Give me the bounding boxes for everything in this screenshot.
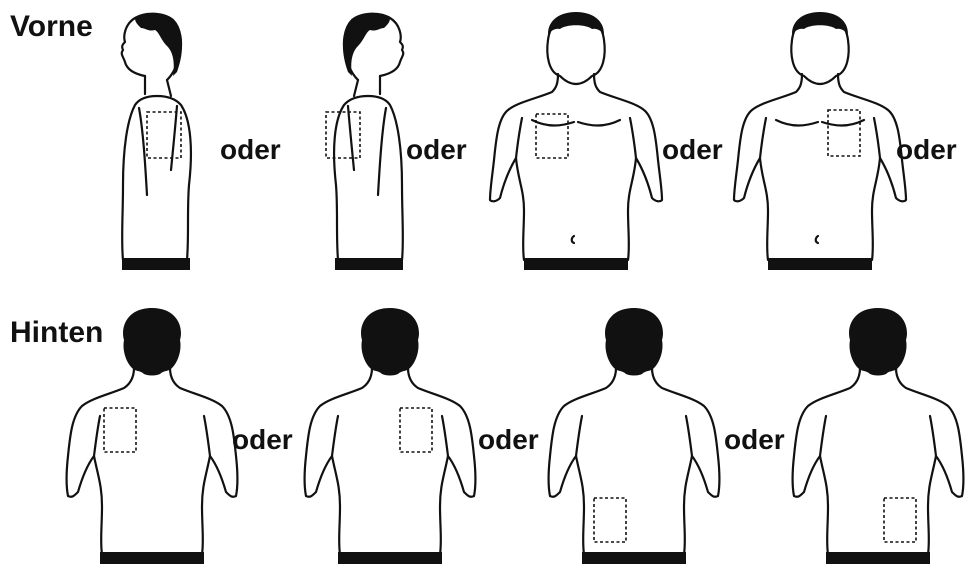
figure-front-side-right bbox=[310, 10, 420, 272]
separator-oder-7: oder bbox=[724, 426, 785, 454]
figure-front-view-left-chest bbox=[732, 10, 908, 272]
figure-front-side-left bbox=[105, 10, 215, 272]
figure-back-view-upper-left bbox=[64, 306, 240, 564]
separator-oder-5: oder bbox=[232, 426, 293, 454]
figure-back-view-lower-left bbox=[546, 306, 722, 564]
figure-back-view-upper-right bbox=[302, 306, 478, 564]
separator-oder-3: oder bbox=[662, 136, 723, 164]
figure-back-view-lower-right bbox=[790, 306, 965, 564]
separator-oder-6: oder bbox=[478, 426, 539, 454]
row-label-front: Vorne bbox=[10, 12, 93, 42]
figure-front-view-right-chest bbox=[488, 10, 664, 272]
separator-oder-2: oder bbox=[406, 136, 467, 164]
separator-oder-4: oder bbox=[896, 136, 957, 164]
separator-oder-1: oder bbox=[220, 136, 281, 164]
